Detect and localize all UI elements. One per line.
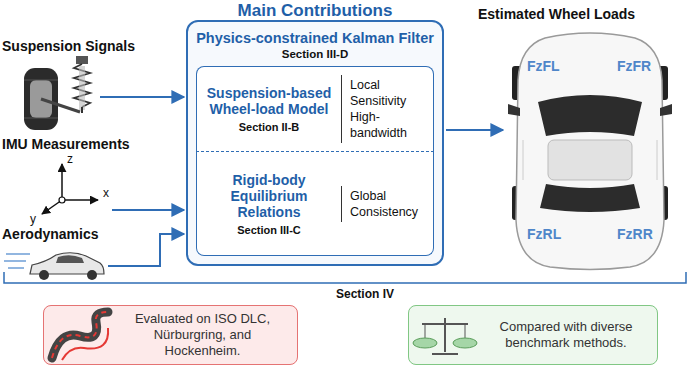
section-bracket bbox=[4, 272, 686, 283]
input-arrow bbox=[108, 234, 184, 266]
property-text: Global Consistency bbox=[350, 188, 429, 220]
input-label: Aerodynamics bbox=[2, 226, 98, 242]
text-column: Suspension-based Wheel-load ModelSection… bbox=[197, 81, 341, 137]
property-text: Local Sensitivity High-bandwidth bbox=[350, 77, 429, 141]
box-fill bbox=[408, 305, 658, 365]
diagram-title: Main Contributions bbox=[186, 1, 444, 21]
wheel-load-label: FzFR bbox=[617, 58, 651, 74]
racetrack-icon bbox=[52, 312, 108, 360]
section-ref: Section III-C bbox=[201, 224, 337, 236]
box-fill bbox=[43, 305, 298, 365]
section-ref: Section III-D bbox=[196, 48, 434, 60]
model-box: Rigid-body Equilibrium RelationsSection … bbox=[196, 152, 434, 256]
input-label: IMU Measurements bbox=[2, 136, 130, 152]
output-label: Estimated Wheel Loads bbox=[478, 6, 635, 22]
axis-label: y bbox=[30, 212, 36, 226]
main-box: Physics-constrained Kalman FilterSection… bbox=[186, 20, 444, 266]
section-label: Section IV bbox=[315, 287, 415, 301]
input-arrow bbox=[112, 209, 184, 211]
wheel-load-label: FzRL bbox=[527, 226, 561, 242]
box-heading: Physics-constrained Kalman Filter bbox=[196, 30, 434, 46]
box-text: Evaluated on ISO DLC, Nürburgring, and H… bbox=[116, 311, 289, 359]
model-box: Suspension-based Wheel-load ModelSection… bbox=[196, 66, 434, 152]
section-ref: Section II-B bbox=[201, 121, 337, 133]
text-column: Global Consistency bbox=[341, 186, 433, 222]
text-column: Rigid-body Equilibrium RelationsSection … bbox=[197, 168, 341, 240]
wheel-illustration bbox=[24, 56, 90, 130]
axis-label: z bbox=[67, 152, 73, 166]
aero-car bbox=[4, 253, 104, 280]
wheel-load-label: FzRR bbox=[617, 226, 653, 242]
text-column: Local Sensitivity High-bandwidth bbox=[341, 75, 433, 143]
input-arrow bbox=[100, 96, 184, 98]
axis-label: x bbox=[103, 186, 109, 200]
box-heading: Rigid-body Equilibrium Relations bbox=[201, 172, 337, 220]
balance-icon bbox=[413, 318, 477, 354]
evaluation-box: Evaluated on ISO DLC, Nürburgring, and H… bbox=[43, 305, 298, 365]
comparison-box: Compared with diverse benchmark methods. bbox=[408, 305, 658, 365]
input-label: Suspension Signals bbox=[2, 38, 135, 54]
box-heading: Suspension-based Wheel-load Model bbox=[201, 85, 337, 117]
wheel-load-label: FzFL bbox=[527, 58, 560, 74]
imu-axes bbox=[42, 164, 98, 214]
car-top-view bbox=[508, 33, 672, 270]
output-arrow bbox=[446, 129, 503, 131]
box-text: Compared with diverse benchmark methods. bbox=[483, 319, 649, 351]
